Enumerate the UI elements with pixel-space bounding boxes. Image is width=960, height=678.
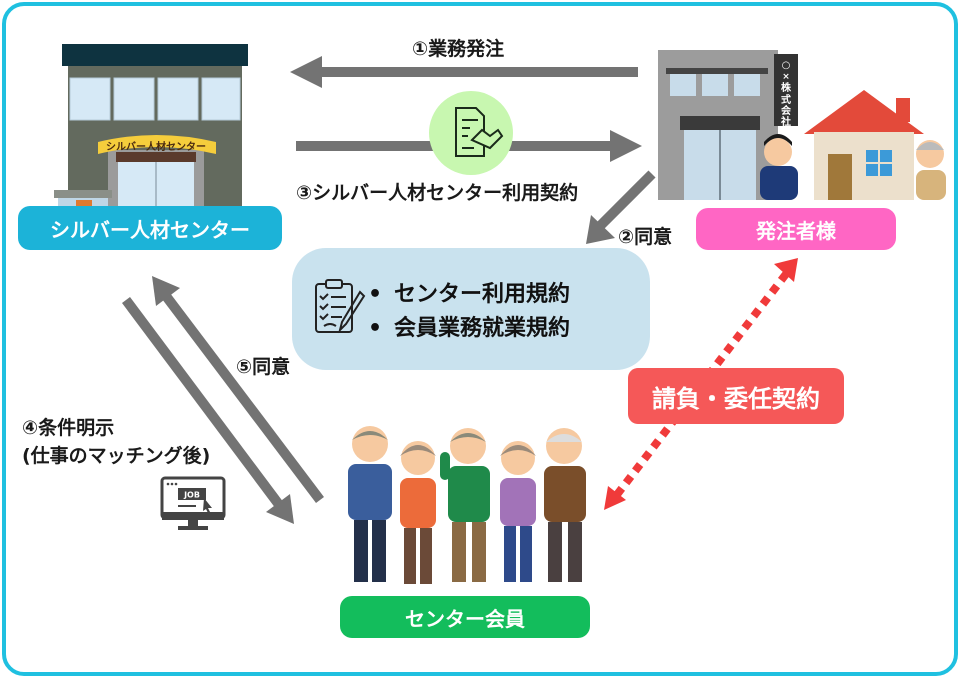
step4-label: ④条件明示 (仕事のマッチング後) xyxy=(22,414,210,470)
rules-item: • 会員業務就業規約 xyxy=(368,312,570,346)
step4-label-line1: ④条件明示 xyxy=(22,417,115,439)
center-label: シルバー人材センター xyxy=(18,206,282,250)
client-label: 発注者様 xyxy=(696,208,896,250)
step5-label: ⑤同意 xyxy=(236,356,291,378)
center-building-sign: シルバー人材センター xyxy=(106,140,206,153)
svg-text:会: 会 xyxy=(781,104,791,117)
members-label: センター会員 xyxy=(340,596,590,638)
members-illustration xyxy=(348,426,586,584)
contract-label: 請負・委任契約 xyxy=(628,368,844,424)
job-text: JOB xyxy=(183,491,200,500)
svg-text:式: 式 xyxy=(781,93,791,106)
arrow-step2 xyxy=(586,170,656,244)
client-label-text: 発注者様 xyxy=(756,218,836,243)
rules-item-text: 会員業務就業規約 xyxy=(394,316,571,341)
rules-item-text: センター利用規約 xyxy=(394,282,571,307)
svg-text:社: 社 xyxy=(780,115,791,128)
bullet: • xyxy=(368,316,383,341)
member-figure xyxy=(348,426,392,582)
member-figure xyxy=(500,441,536,582)
clipboard-checklist-icon xyxy=(315,279,366,334)
member-figure xyxy=(440,428,490,582)
member-figure xyxy=(544,428,586,582)
step3-label: ③シルバー人材センター利用契約 xyxy=(296,182,579,204)
member-figure xyxy=(400,441,436,584)
center-building-illustration: シルバー人材センター xyxy=(54,44,248,220)
rules-list: • センター利用規約 • 会員業務就業規約 xyxy=(368,278,570,346)
arrow-step4 xyxy=(121,297,294,524)
arrow-step1 xyxy=(290,56,638,88)
rules-item: • センター利用規約 xyxy=(368,278,570,312)
members-label-text: センター会員 xyxy=(405,606,525,631)
bullet: • xyxy=(368,282,383,307)
client-illustration: ○ × 株 式 会 社 xyxy=(658,50,946,200)
step2-label: ②同意 xyxy=(618,226,673,248)
svg-text:○: ○ xyxy=(782,60,791,71)
svg-text:株: 株 xyxy=(781,81,792,94)
job-monitor-icon: JOB xyxy=(160,476,226,530)
step4-label-line2: (仕事のマッチング後) xyxy=(22,445,211,467)
contract-label-text: 請負・委任契約 xyxy=(652,384,820,413)
svg-text:×: × xyxy=(782,72,790,82)
arrow-step5 xyxy=(152,276,324,504)
contract-handshake-icon xyxy=(429,91,513,175)
center-label-text: シルバー人材センター xyxy=(50,217,250,242)
step1-label: ①業務発注 xyxy=(412,38,505,60)
